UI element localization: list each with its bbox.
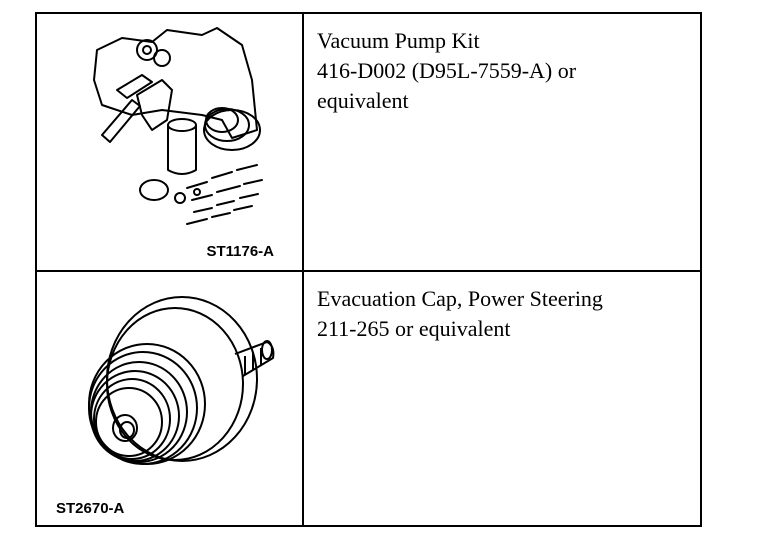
tool-image-cell: ST2670-A — [37, 272, 304, 525]
special-tools-table: ST1176-A Vacuum Pump Kit 416-D002 (D95L-… — [35, 12, 702, 527]
vacuum-pump-kit-icon — [93, 27, 263, 225]
tool-equivalent-note: equivalent — [317, 88, 409, 113]
tool-description: Vacuum Pump Kit 416-D002 (D95L-7559-A) o… — [306, 14, 700, 270]
tool-image-cell: ST1176-A — [37, 14, 304, 270]
tool-part-number: 211-265 or equivalent — [317, 316, 511, 341]
tool-code-label: ST2670-A — [56, 500, 125, 517]
tool-part-number: 416-D002 (D95L-7559-A) or — [317, 58, 577, 83]
tool-description: Evacuation Cap, Power Steering 211-265 o… — [306, 272, 700, 525]
tool-row-vacuum-pump-kit: ST1176-A Vacuum Pump Kit 416-D002 (D95L-… — [37, 14, 700, 272]
tool-name: Vacuum Pump Kit — [317, 28, 480, 53]
tool-code-label: ST1176-A — [206, 243, 274, 260]
tool-row-evacuation-cap: ST2670-A Evacuation Cap, Power Steering … — [37, 272, 700, 525]
tool-name: Evacuation Cap, Power Steering — [317, 286, 603, 311]
evacuation-cap-icon — [88, 296, 275, 465]
